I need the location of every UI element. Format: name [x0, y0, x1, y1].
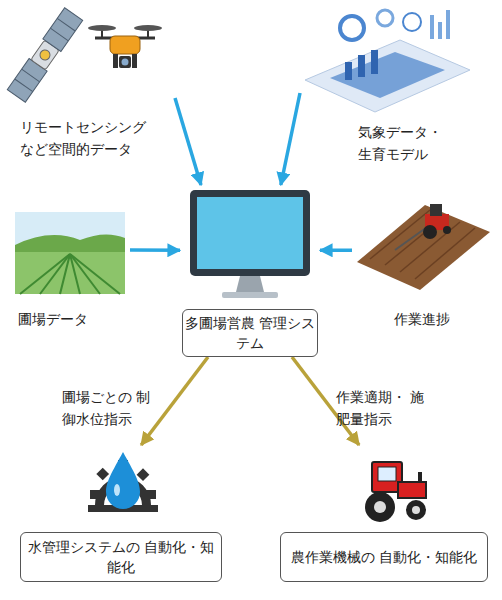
- flow-arrow: [281, 93, 300, 185]
- caption: 作業進捗: [352, 308, 492, 330]
- water-gear-icon: [88, 452, 158, 512]
- system-box: 多圃場営農 管理システム: [180, 185, 320, 357]
- data-panel-icon: [305, 10, 470, 112]
- box-label: 多圃場営農 管理システム: [182, 309, 318, 357]
- satellite-icon: [7, 8, 82, 103]
- data-source: 圃場データ: [10, 205, 130, 330]
- work-progress-icon: [357, 204, 490, 290]
- monitor-icon: [190, 190, 310, 298]
- data-source: 気象データ・ 生育モデル: [300, 5, 485, 165]
- field-icon: [15, 212, 125, 294]
- drone-icon: [88, 25, 162, 68]
- box-label: 水管理システムの 自動化・知能化: [20, 532, 222, 582]
- caption: 気象データ・ 生育モデル: [358, 121, 458, 165]
- flow-arrow: [141, 357, 208, 445]
- flow-arrow: [130, 248, 180, 252]
- system-box: 農作業機械の 自動化・知能化: [280, 445, 488, 582]
- data-source: リモートセンシング など空間的データ: [5, 5, 175, 160]
- flow-arrow: [320, 248, 352, 252]
- caption: 圃場データ: [18, 308, 128, 330]
- data-source: 作業進捗: [352, 190, 492, 330]
- tractor-icon: [365, 462, 426, 522]
- caption: リモートセンシング など空間的データ: [20, 116, 160, 160]
- flow-arrow: [175, 98, 201, 185]
- edge-label: 圃場ごとの 制御水位指示: [62, 386, 162, 430]
- system-box: 水管理システムの 自動化・知能化: [20, 445, 222, 582]
- box-label: 農作業機械の 自動化・知能化: [280, 532, 488, 582]
- edge-label: 作業適期・ 施肥量指示: [336, 386, 436, 430]
